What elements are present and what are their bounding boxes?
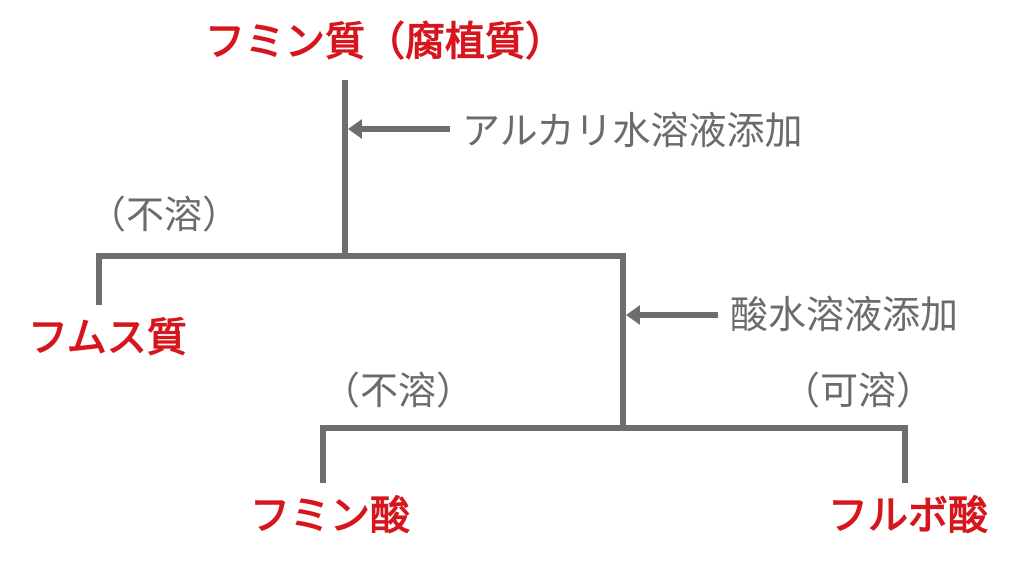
branch1-right-stem-line (620, 253, 626, 431)
branch1-horizontal-line (96, 253, 626, 259)
acid-arrow-line (634, 312, 718, 318)
root-label: フミン質（腐植質） (205, 19, 565, 65)
alkali-step-label: アルカリ水溶液添加 (462, 109, 803, 153)
branch2-soluble-label: （可溶） (782, 369, 935, 413)
branch1-left-drop-line (96, 253, 102, 305)
alkali-arrow-head (348, 119, 362, 139)
humic-acid-label: フミン酸 (250, 493, 410, 539)
acid-step-label: 酸水溶液添加 (730, 293, 959, 337)
acid-arrow-head (626, 305, 640, 325)
fulvic-acid-label: フルボ酸 (828, 493, 988, 539)
branch2-right-drop-line (902, 425, 908, 483)
root-stem-line (342, 80, 348, 256)
humin-label: フムス質 (28, 315, 187, 361)
branch2-horizontal-line (320, 425, 908, 431)
branch2-left-drop-line (320, 425, 326, 483)
branch1-insoluble-label: （不溶） (88, 193, 241, 237)
alkali-arrow-line (356, 126, 450, 132)
branch2-insoluble-label: （不溶） (322, 369, 475, 413)
